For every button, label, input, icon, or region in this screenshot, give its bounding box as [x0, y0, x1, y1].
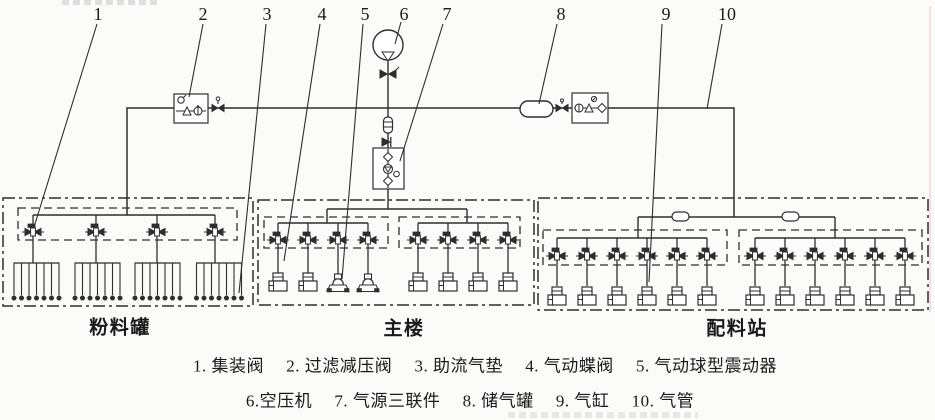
callout-leader-line	[706, 23, 723, 110]
air-cylinder-icon	[805, 286, 825, 306]
butterfly-valve-icon	[744, 247, 766, 261]
air-cylinder-icon	[775, 286, 795, 306]
air-cylinder-icon	[745, 286, 765, 306]
callout-9: 9	[661, 4, 671, 24]
air-source-triplet-icon	[372, 147, 405, 190]
callout-4: 4	[317, 4, 327, 24]
batch-manifold-pipe	[637, 216, 836, 238]
ball-vibrator-icon	[326, 273, 350, 293]
air-cylinder-icon	[298, 272, 318, 292]
ball-vibrator-icon	[356, 273, 380, 293]
air-cylinder-icon	[697, 286, 717, 306]
main-air-pipe	[126, 107, 735, 217]
callout-leader-lines	[33, 21, 723, 294]
inline-valve-icon	[555, 98, 569, 113]
callout-6: 6	[399, 4, 409, 24]
air-cylinder-icon	[408, 272, 428, 292]
air-cushion-icon	[11, 262, 62, 301]
air-cylinder-icon	[268, 272, 288, 292]
air-cylinder-icon	[667, 286, 687, 306]
air-cylinder-icon	[498, 272, 518, 292]
callout-leader-line	[341, 23, 364, 280]
butterfly-valve-icon	[407, 231, 429, 245]
collecting-valve-icon	[146, 223, 168, 237]
butterfly-valve-icon	[636, 247, 658, 261]
butterfly-valve-icon	[576, 247, 598, 261]
callout-7: 7	[442, 4, 452, 24]
butterfly-valve-icon	[696, 247, 718, 261]
air-cylinder-icon	[438, 272, 458, 292]
butterfly-valve-icon	[497, 231, 519, 245]
air-cushion-icon	[193, 262, 245, 301]
air-cylinder-icon	[835, 286, 855, 306]
callout-leader-line	[188, 23, 204, 98]
callout-leader-line	[33, 23, 98, 228]
callout-3: 3	[262, 4, 272, 24]
label-powder-tank: 粉料罐	[89, 317, 151, 339]
check-valve-icon	[381, 137, 392, 147]
callout-leader-line	[648, 23, 663, 283]
callout-1: 1	[93, 4, 103, 24]
inline-valve-icon	[211, 96, 225, 113]
butterfly-valve-icon	[804, 247, 826, 261]
butterfly-valve-icon	[774, 247, 796, 261]
callout-leader-line	[394, 21, 402, 45]
callout-8: 8	[556, 4, 566, 24]
batch-right-group-box	[738, 229, 923, 266]
watermark-artifact-top	[62, 0, 158, 5]
main-building-box	[257, 199, 535, 306]
air-cylinder-icon	[865, 286, 885, 306]
butterfly-valve-icon	[467, 231, 489, 245]
hose-coupler-icon	[781, 211, 800, 222]
callout-10: 10	[718, 4, 736, 24]
powder-tank-box	[2, 197, 254, 307]
main-right-group-box	[398, 216, 521, 249]
hose-coupler-icon	[671, 211, 690, 222]
butterfly-valve-icon	[546, 247, 568, 261]
butterfly-valve-icon	[864, 247, 886, 261]
air-cylinder-icon	[607, 286, 627, 306]
label-batching-station: 配料站	[706, 318, 768, 340]
butterfly-valve-icon	[606, 247, 628, 261]
watermark-artifact-bottom	[508, 412, 698, 418]
air-receiver-tank-icon	[519, 100, 554, 118]
callout-leader-line	[238, 23, 267, 294]
butterfly-valve-icon	[894, 247, 916, 261]
legend-line-2: 6.空压机 7. 气源三联件 8. 储气罐 9. 气缸 10. 气管	[245, 391, 695, 411]
muffler-icon	[382, 116, 394, 134]
butterfly-valve-icon	[357, 231, 379, 245]
butterfly-valve-icon	[267, 231, 289, 245]
collecting-valve-icon	[85, 223, 107, 237]
batching-station-box	[537, 197, 929, 311]
air-cushion-icon	[72, 262, 123, 301]
air-compressor-icon	[372, 29, 404, 62]
callout-2: 2	[198, 4, 208, 24]
shutoff-valve-icon	[379, 66, 400, 79]
legend-line-1: 1. 集装阀 2. 过滤减压阀 3. 助流气垫 4. 气动蝶阀 5. 气动球型震…	[193, 356, 777, 376]
callout-5: 5	[360, 4, 370, 24]
butterfly-valve-icon	[834, 247, 856, 261]
butterfly-valve-icon	[327, 231, 349, 245]
air-cylinder-icon	[637, 286, 657, 306]
air-cylinder-icon	[547, 286, 567, 306]
callout-leader-line	[538, 23, 558, 105]
air-cylinder-icon	[468, 272, 488, 292]
air-cushion-icon	[132, 262, 183, 301]
collecting-valve-icon	[22, 223, 44, 237]
air-cylinder-icon	[577, 286, 597, 306]
callout-leader-line	[399, 23, 444, 162]
label-main-building: 主楼	[383, 318, 425, 340]
butterfly-valve-icon	[437, 231, 459, 245]
air-treatment-box-icon	[571, 92, 609, 124]
air-pipes	[32, 60, 906, 286]
butterfly-valve-icon	[297, 231, 319, 245]
callout-leader-line	[283, 23, 321, 262]
air-cylinder-icon	[895, 286, 915, 306]
collecting-valve-icon	[204, 223, 226, 237]
filter-pressure-reducer-icon	[173, 93, 209, 124]
batch-left-group-box	[542, 229, 728, 266]
butterfly-valve-icon	[666, 247, 688, 261]
main-manifold-pipe	[326, 208, 468, 223]
